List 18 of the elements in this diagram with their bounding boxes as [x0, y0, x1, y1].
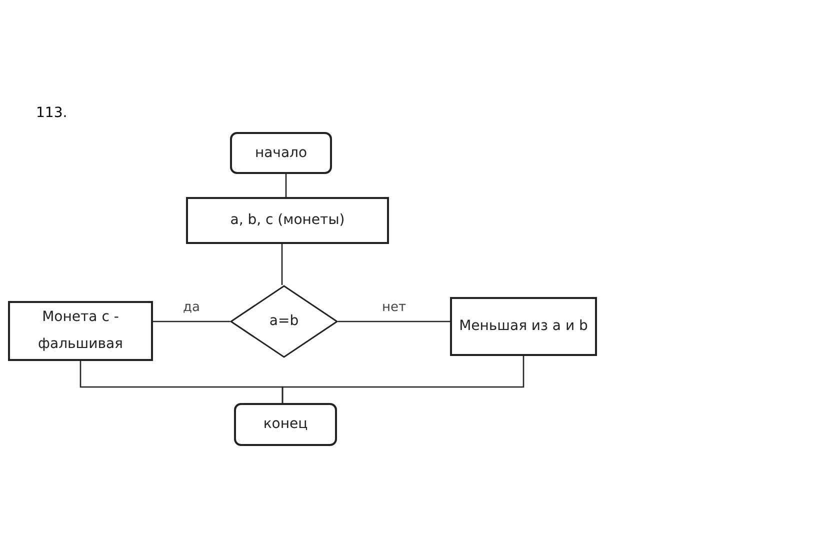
node-text: Меньшая из a и b	[458, 317, 589, 336]
connector-line	[285, 174, 287, 197]
process-box	[450, 297, 597, 356]
task-number: 113.	[36, 105, 68, 121]
terminal-box	[234, 403, 337, 446]
connector-line	[281, 244, 283, 285]
node-text: Монета с - фальшивая	[37, 308, 124, 354]
node-text: a, b, c (монеты)	[229, 211, 346, 230]
connector-line	[338, 320, 450, 322]
connector-line	[153, 320, 230, 322]
process-box	[186, 197, 389, 244]
connector-line	[282, 356, 524, 403]
process-box	[8, 301, 153, 361]
terminal-box	[230, 132, 332, 174]
node-text: a=b	[268, 312, 300, 332]
node-text: начало	[254, 144, 308, 163]
node-text: конец	[262, 415, 309, 434]
decision-diamond	[230, 285, 338, 358]
